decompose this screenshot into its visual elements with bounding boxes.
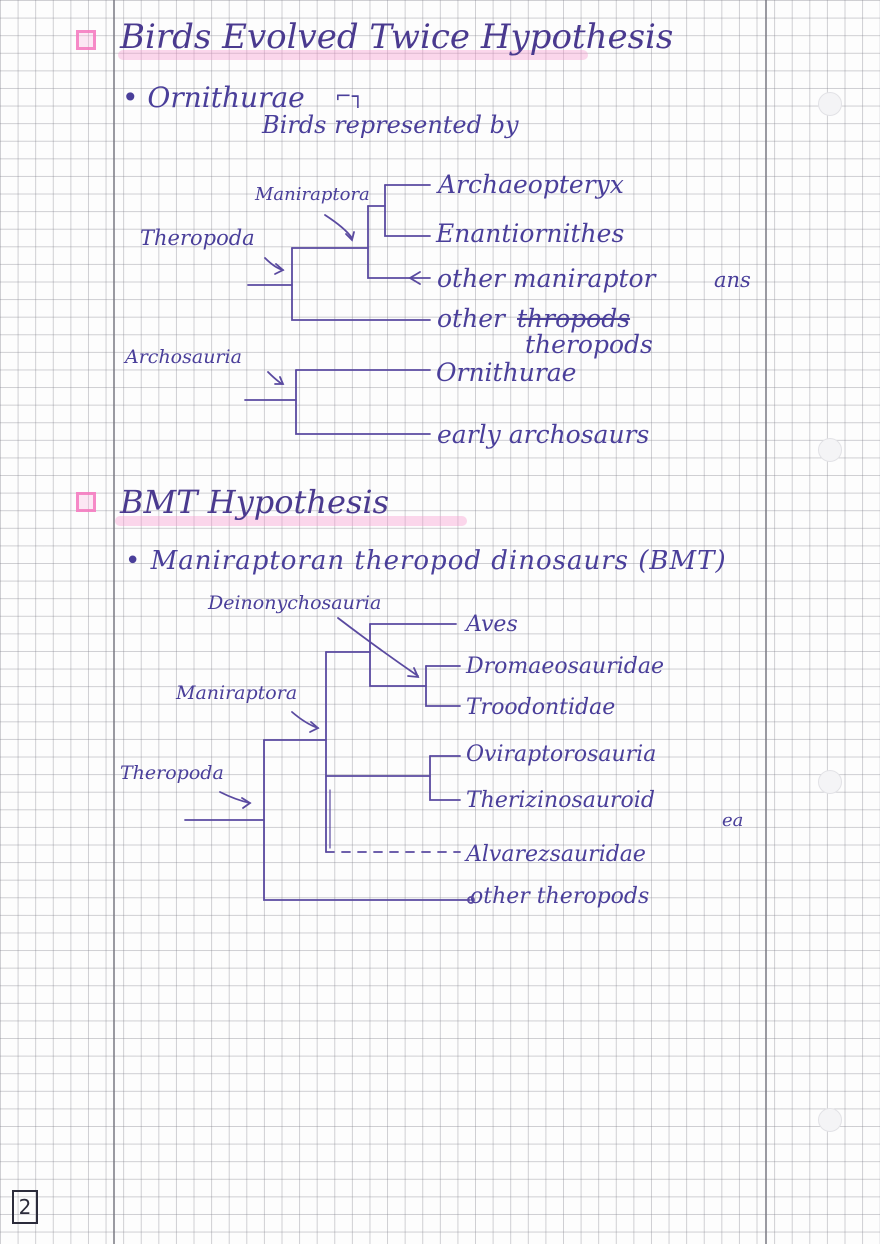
page-number: 2 bbox=[12, 1190, 38, 1224]
tree3-theropoda-label: Theropoda bbox=[120, 762, 224, 784]
title-highlight bbox=[115, 516, 467, 526]
punch-hole bbox=[818, 438, 842, 462]
right-margin-line bbox=[765, 0, 767, 1244]
taxon-ornithurae: Ornithurae bbox=[436, 358, 577, 387]
taxon-other: other bbox=[437, 304, 505, 333]
title-highlight bbox=[118, 50, 588, 60]
taxon-enantiornithes: Enantiornithes bbox=[436, 219, 625, 248]
taxon-crossed-out: thropods bbox=[517, 304, 631, 333]
tree1-branches bbox=[247, 184, 431, 321]
taxon-other-theropods: other theropods bbox=[470, 884, 650, 909]
ornithurae-bullet: • Ornithurae bbox=[122, 81, 305, 114]
taxon-aves: Aves bbox=[466, 612, 518, 637]
left-margin-line bbox=[113, 0, 115, 1244]
tree1-maniraptora-label: Maniraptora bbox=[255, 184, 370, 205]
taxon-early-archosaurs: early archosaurs bbox=[437, 420, 650, 449]
bracket-mark: ⌐┐ bbox=[335, 84, 364, 108]
taxon-suffix-ans: ans bbox=[714, 268, 751, 292]
taxon-dromaeosauridae: Dromaeosauridae bbox=[466, 654, 664, 679]
section1-title: Birds Evolved Twice Hypothesis bbox=[120, 17, 674, 57]
punch-hole bbox=[818, 92, 842, 116]
heading-checkbox bbox=[76, 492, 96, 512]
taxon-alvarezsauridae: Alvarezsauridae bbox=[466, 842, 646, 867]
heading-checkbox bbox=[76, 30, 96, 50]
punch-hole bbox=[818, 770, 842, 794]
tree3-branches bbox=[184, 617, 475, 904]
tree2-branches bbox=[244, 369, 431, 435]
tree1-theropoda-label: Theropoda bbox=[140, 226, 255, 250]
taxon-oviraptorosauria: Oviraptorosauria bbox=[466, 742, 657, 767]
taxon-other-maniraptor: other maniraptor bbox=[437, 264, 656, 293]
taxon-suffix-ea: ea bbox=[722, 810, 744, 831]
tree3-deinonychosauria-label: Deinonychosauria bbox=[208, 592, 382, 614]
tree3-maniraptora-label: Maniraptora bbox=[176, 682, 298, 704]
taxon-theropods: theropods bbox=[525, 330, 653, 359]
taxon-troodontidae: Troodontidae bbox=[466, 695, 616, 720]
tree2-archosauria-label: Archosauria bbox=[125, 346, 242, 368]
bmt-bullet: • Maniraptoran theropod dinosaurs (BMT) bbox=[125, 546, 727, 576]
punch-hole bbox=[818, 1108, 842, 1132]
section2-title: BMT Hypothesis bbox=[120, 483, 390, 521]
taxon-therizinosauroid: Therizinosauroid bbox=[466, 788, 655, 813]
birds-represented-note: Birds represented by bbox=[262, 111, 519, 139]
taxon-archaeopteryx: Archaeopteryx bbox=[438, 170, 624, 199]
